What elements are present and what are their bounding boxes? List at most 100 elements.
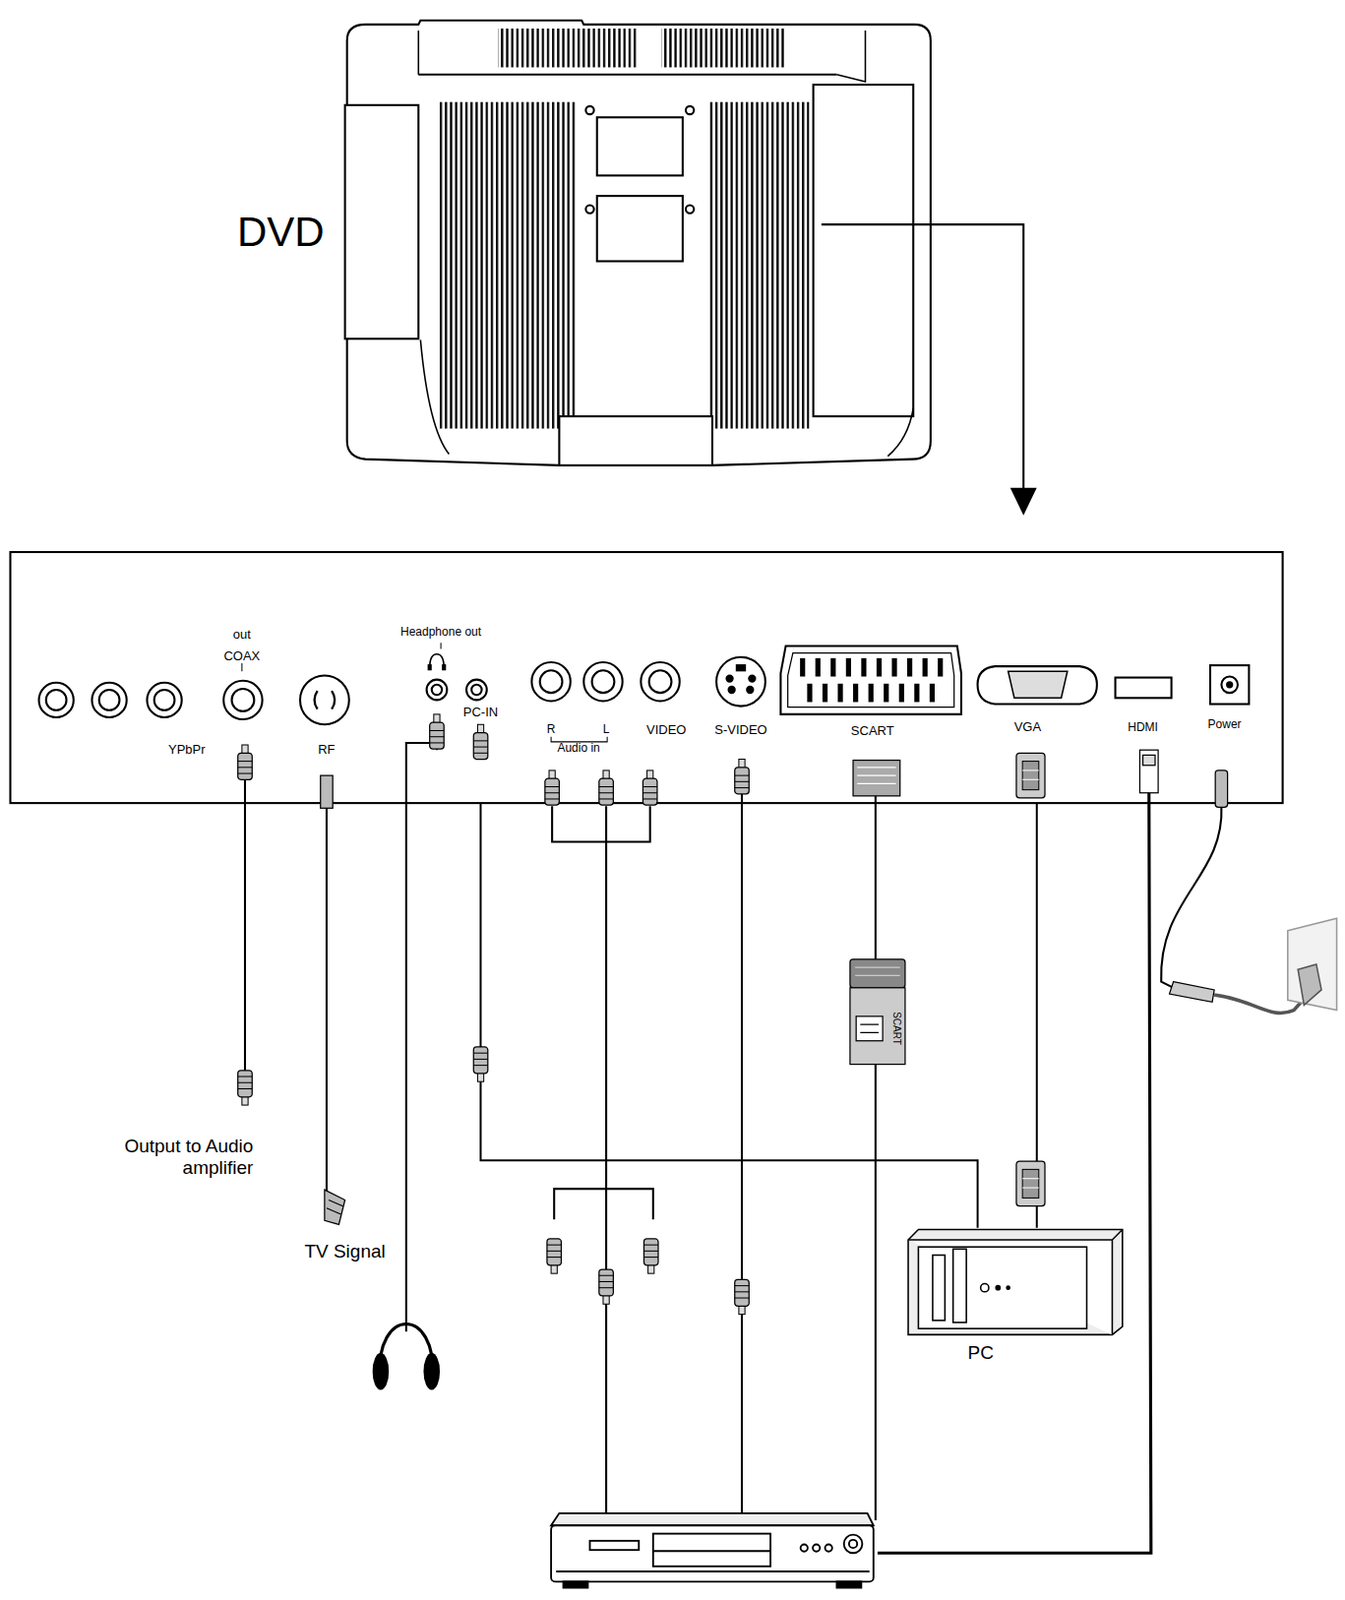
vga-socket — [978, 666, 1098, 704]
rca-jack — [39, 682, 74, 718]
connector-port: PC-IN — [457, 677, 505, 724]
port-label: Audio in — [556, 742, 600, 756]
scart-plug — [855, 967, 901, 976]
connector-port: YPbPr — [30, 673, 215, 761]
svideo-jack — [736, 665, 745, 671]
rf-plug — [324, 1189, 346, 1224]
dvd-player — [550, 1513, 874, 1589]
port-label: PC-IN — [463, 705, 498, 720]
wall-socket — [1287, 917, 1338, 1010]
plugs — [473, 724, 489, 759]
rca-jack — [531, 662, 570, 701]
rca-jack — [46, 689, 67, 711]
port-label: VIDEO — [646, 722, 686, 736]
port-label: VGA — [1014, 720, 1041, 734]
power-plug — [1169, 770, 1228, 1002]
cables — [244, 742, 1311, 1553]
dvd-player — [800, 1543, 808, 1551]
rca-jack — [223, 680, 262, 720]
connector-port: S-VIDEO — [709, 655, 775, 739]
svideo-jack — [726, 674, 733, 681]
dvd-player — [550, 1525, 874, 1582]
hdmi-socket — [1115, 677, 1172, 699]
scart-socket — [922, 658, 928, 677]
cables — [874, 795, 877, 960]
port-label: out — [233, 627, 251, 642]
tv-back — [685, 106, 694, 115]
rca-jack — [91, 682, 126, 718]
hdmi-plug — [1139, 749, 1159, 794]
hdmi-plug — [1139, 749, 1159, 794]
connector-panel — [9, 551, 1283, 803]
connector-port: SCART — [777, 642, 966, 740]
mini-jack — [431, 684, 442, 695]
cables — [877, 791, 1152, 1554]
svideo-jack — [748, 674, 755, 681]
pc-tower — [1006, 1285, 1010, 1289]
port-label: Power — [1208, 719, 1242, 733]
mini-jack — [440, 642, 442, 649]
cable — [1036, 736, 1039, 1228]
scart-socket — [799, 658, 805, 677]
rca-jack — [540, 670, 563, 693]
rca-jack — [154, 689, 176, 711]
cables — [874, 1064, 877, 1522]
wall-socket — [1287, 917, 1338, 1010]
connector-port: VIDEO — [637, 661, 695, 739]
bracket — [550, 736, 608, 742]
mini-jack — [441, 664, 446, 671]
mini-jack — [471, 684, 482, 695]
scart-socket — [914, 683, 919, 703]
tv-back — [709, 102, 810, 429]
scart-socket — [860, 658, 866, 677]
mini-jack — [427, 664, 432, 671]
scart-plug — [855, 1016, 883, 1041]
pointer-arrow — [1010, 488, 1038, 516]
headphones — [423, 1352, 440, 1390]
rca-jack — [39, 662, 680, 720]
scart-plug — [856, 767, 896, 785]
power-socket — [1221, 676, 1238, 694]
pc-tower — [953, 1248, 967, 1323]
plugs — [599, 770, 614, 805]
pc-tower — [908, 1229, 1123, 1336]
rf-plug — [320, 775, 333, 808]
port-label: L — [603, 723, 611, 736]
cables — [740, 794, 743, 1516]
scart-socket — [891, 658, 897, 677]
connector-port: RLAudio in — [528, 661, 631, 757]
cables — [1161, 805, 1222, 988]
connector-port: VGA — [975, 663, 1101, 737]
scart-plug — [850, 959, 906, 988]
port-label: SCART — [851, 723, 895, 737]
scart-plug — [850, 760, 906, 1065]
scart-socket — [907, 658, 913, 677]
plugs — [238, 1070, 253, 1105]
svideo-jack — [716, 657, 766, 707]
tv-back — [345, 20, 931, 466]
pc-tower — [908, 1229, 1123, 1336]
port-label: Headphone out — [400, 625, 482, 639]
rca-jack — [640, 662, 679, 701]
power-plug — [1169, 981, 1216, 1003]
dvd-player — [653, 1549, 771, 1552]
cables — [553, 1188, 654, 1220]
rca-jack — [99, 689, 121, 711]
port-label: S-VIDEO — [714, 722, 767, 736]
connector-port: Headphone out — [392, 622, 489, 703]
tv-back — [585, 106, 594, 115]
mini-jack — [466, 679, 488, 701]
scart-socket — [822, 683, 828, 703]
headphones — [372, 1352, 390, 1390]
note-label: TV Signal — [304, 1240, 385, 1263]
plugs — [734, 1279, 750, 1314]
device-label: PC — [968, 1343, 994, 1364]
tv-back — [418, 30, 865, 82]
connector-port: Power — [1204, 661, 1250, 735]
tv-back — [558, 416, 713, 466]
plugs — [473, 1046, 489, 1082]
tv-back — [438, 102, 577, 429]
scart-socket — [830, 658, 836, 677]
pc-tower — [980, 1283, 989, 1292]
